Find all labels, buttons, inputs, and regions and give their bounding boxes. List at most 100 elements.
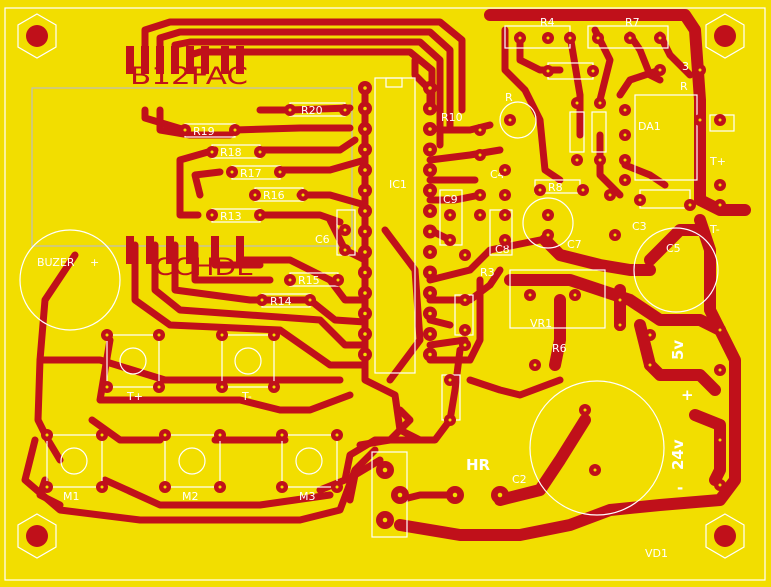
pad-hole xyxy=(280,485,284,489)
pad-hole xyxy=(638,198,642,202)
svg-text:5v: 5v xyxy=(669,340,687,360)
pad-hole xyxy=(546,213,550,217)
svg-text:C5: C5 xyxy=(666,242,681,255)
svg-text:DA1: DA1 xyxy=(638,120,661,133)
pad-hole xyxy=(157,385,161,389)
pad-hole xyxy=(218,433,222,437)
button-tminus[interactable]: T- xyxy=(221,334,275,403)
pad-hole xyxy=(448,238,452,242)
pad-hole xyxy=(363,86,367,90)
svg-text:3: 3 xyxy=(682,60,689,73)
resistor-r5: R xyxy=(499,91,537,139)
button-m2[interactable]: M2 xyxy=(164,434,221,503)
pad-hole xyxy=(363,168,367,172)
pad-hole xyxy=(363,147,367,152)
svg-text:T-: T- xyxy=(709,223,720,236)
pad-hole xyxy=(343,248,347,252)
resistor-r10: R10 xyxy=(441,111,463,124)
pad-hole xyxy=(698,118,702,122)
label-tminus-right: T- xyxy=(709,223,720,236)
pad-hole xyxy=(210,213,214,217)
connector-pad xyxy=(236,236,244,264)
pad-hole xyxy=(288,108,292,112)
capacitor-c8: C8 xyxy=(489,209,513,256)
connector-pad xyxy=(236,46,244,74)
connector-pad xyxy=(141,46,149,74)
button-tplus[interactable]: T+ xyxy=(106,334,160,403)
pad-hole xyxy=(288,278,292,282)
pad-hole xyxy=(218,485,222,489)
pad-hole xyxy=(363,311,367,316)
pad-hole xyxy=(397,492,403,498)
svg-text:C2: C2 xyxy=(512,473,527,486)
pad-hole xyxy=(623,178,627,182)
pad-hole xyxy=(301,193,305,197)
pad-hole xyxy=(618,323,622,327)
pad-hole xyxy=(478,193,482,197)
pad-hole xyxy=(220,333,224,337)
button-m3[interactable]: M3 xyxy=(281,434,338,503)
pad-hole xyxy=(718,368,722,372)
svg-text:-: - xyxy=(677,479,683,497)
svg-text:VD1: VD1 xyxy=(645,547,668,560)
pad-hole xyxy=(448,213,452,217)
pad-hole xyxy=(336,278,340,282)
connector-pad xyxy=(171,46,179,74)
connector-pad xyxy=(186,46,194,74)
pad-hole xyxy=(463,343,467,347)
pad-hole xyxy=(593,468,597,472)
pad-hole xyxy=(718,183,722,187)
pad-hole xyxy=(618,298,622,302)
svg-text:BUZER: BUZER xyxy=(37,256,75,269)
svg-text:R16: R16 xyxy=(263,189,285,202)
pad-hole xyxy=(428,291,432,295)
pad-hole xyxy=(210,150,214,154)
label-minus-right: - xyxy=(677,479,683,497)
pad-hole xyxy=(648,363,652,367)
pad-hole xyxy=(568,36,572,40)
pad-hole xyxy=(428,209,432,213)
pad-hole xyxy=(382,467,388,473)
pad-hole xyxy=(623,108,627,112)
svg-text:R15: R15 xyxy=(298,274,320,287)
svg-text:C9: C9 xyxy=(443,193,458,206)
pad-hole xyxy=(452,492,458,498)
pad-hole xyxy=(478,153,482,157)
resistor-r3: R3 xyxy=(480,266,495,279)
svg-text:HR: HR xyxy=(466,456,491,474)
mounting-hole-tl xyxy=(17,13,57,59)
connector-pad xyxy=(126,236,134,264)
pad-hole xyxy=(718,328,722,332)
mounting-hole-tr xyxy=(705,13,745,59)
pad-hole xyxy=(518,36,522,40)
pad-hole xyxy=(363,270,367,275)
pad-hole xyxy=(308,298,312,302)
pad-hole xyxy=(428,147,432,152)
pad-hole xyxy=(363,229,367,234)
pad-hole xyxy=(608,193,612,197)
resistor-r7: R7 xyxy=(587,16,669,49)
pad-hole xyxy=(428,86,432,90)
svg-text:T+: T+ xyxy=(709,155,726,168)
pad-hole xyxy=(503,238,507,242)
pad-hole xyxy=(45,433,49,437)
pad-hole xyxy=(105,333,109,337)
pad-hole xyxy=(575,158,579,162)
pad-hole xyxy=(503,168,507,172)
pad-hole xyxy=(253,193,257,197)
pad-hole xyxy=(363,106,367,111)
connector-pad xyxy=(146,236,154,264)
pad-hole xyxy=(598,101,602,105)
pad-hole xyxy=(258,213,262,217)
pad-hole xyxy=(503,213,507,217)
pad-hole xyxy=(448,378,452,382)
pad-hole xyxy=(272,385,276,389)
svg-text:M1: M1 xyxy=(63,490,80,503)
button-m1[interactable]: M1 xyxy=(46,434,103,503)
svg-text:T-: T- xyxy=(241,390,252,403)
connector-pad xyxy=(126,46,134,74)
pad-hole xyxy=(183,128,187,132)
connector-pad xyxy=(201,46,209,74)
pad-hole xyxy=(280,433,284,437)
